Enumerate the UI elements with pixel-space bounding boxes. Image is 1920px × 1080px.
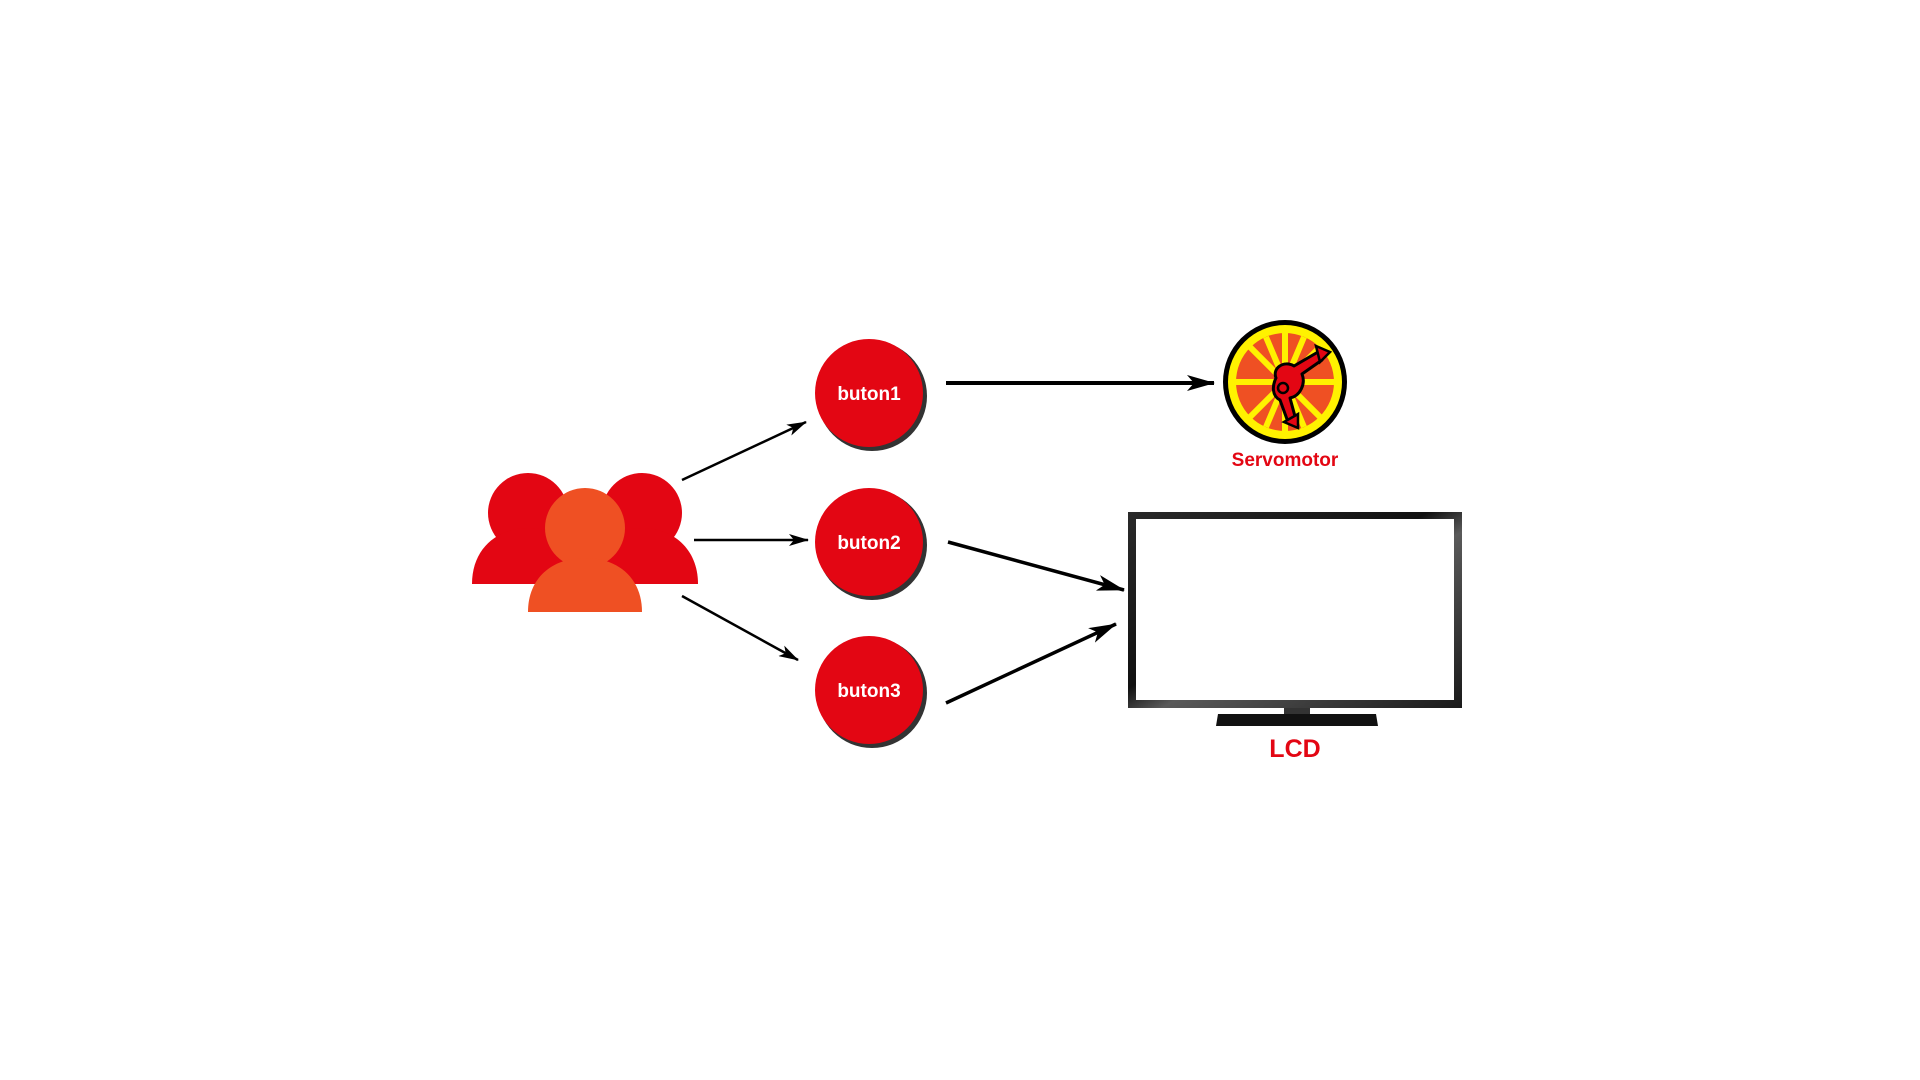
arrow-users-to-buton3: [681, 594, 799, 662]
buton3-label: buton3: [837, 681, 900, 702]
arrow-buton2-to-lcd: [947, 540, 1125, 592]
buton3-node: buton3: [815, 636, 927, 748]
user-front-body: [528, 558, 642, 612]
buton2-node: buton2: [815, 488, 927, 600]
buton2-label: buton2: [837, 533, 900, 554]
buton1-node: buton1: [815, 339, 927, 451]
arrow-users-to-buton1: [681, 420, 807, 482]
servomotor-icon: [1223, 320, 1347, 444]
lcd-label: LCD: [1269, 735, 1320, 763]
lcd-monitor-icon: [1128, 512, 1462, 726]
users-group-icon: [472, 473, 698, 612]
user-front-head: [545, 488, 625, 568]
servomotor-label: Servomotor: [1232, 450, 1339, 471]
arrow-buton3-to-lcd: [945, 622, 1117, 705]
buton1-label: buton1: [837, 384, 901, 405]
